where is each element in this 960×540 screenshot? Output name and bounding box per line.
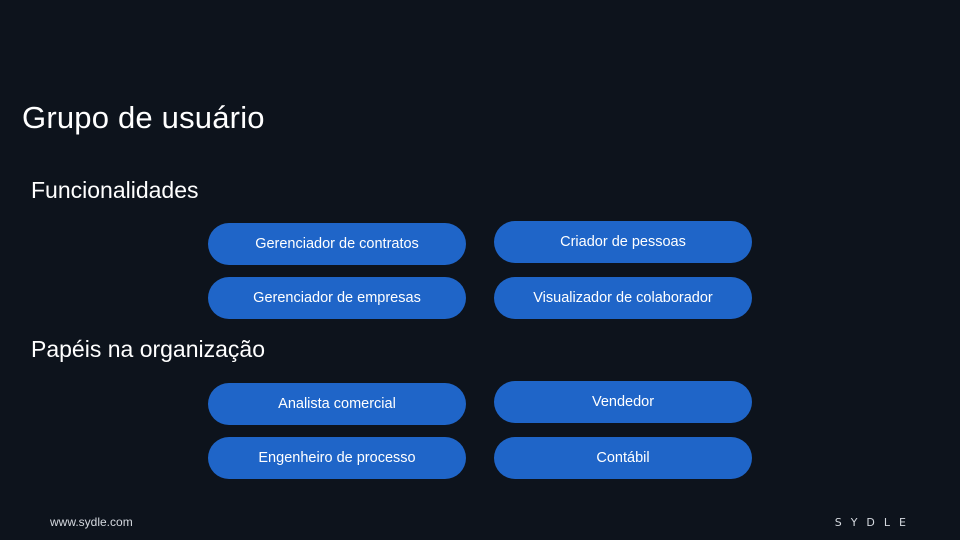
footer-url: www.sydle.com (50, 515, 133, 529)
feature-pill-employee-viewer[interactable]: Visualizador de colaborador (494, 277, 752, 319)
feature-pill-people-creator[interactable]: Criador de pessoas (494, 221, 752, 263)
feature-pill-company-manager[interactable]: Gerenciador de empresas (208, 277, 466, 319)
role-pill-process-engineer[interactable]: Engenheiro de processo (208, 437, 466, 479)
page-title: Grupo de usuário (22, 100, 265, 135)
role-pill-salesperson[interactable]: Vendedor (494, 381, 752, 423)
role-pill-accountant[interactable]: Contábil (494, 437, 752, 479)
feature-pill-contract-manager[interactable]: Gerenciador de contratos (208, 223, 466, 265)
features-heading: Funcionalidades (31, 177, 199, 203)
sydle-logo: SYDLE (834, 516, 915, 529)
role-pill-commercial-analyst[interactable]: Analista comercial (208, 383, 466, 425)
roles-heading: Papéis na organização (31, 336, 265, 362)
